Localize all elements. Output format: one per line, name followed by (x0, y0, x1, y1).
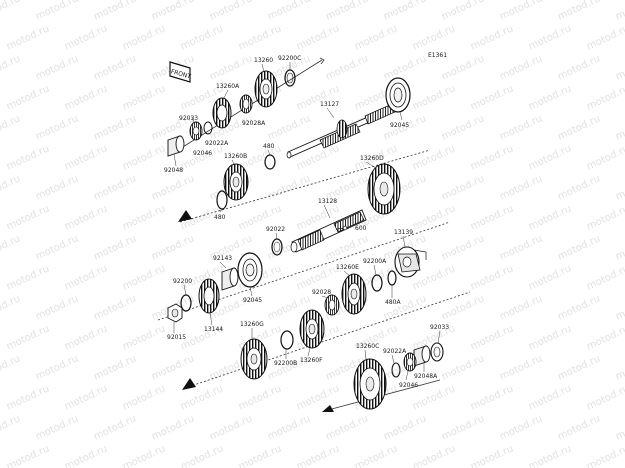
label-13260d: 13260D (360, 155, 384, 162)
label-480-top: 480 (263, 143, 275, 150)
bearing-92045-mid (237, 252, 263, 288)
circlip-480-top (264, 154, 276, 170)
diagram-code: E1361 (428, 52, 447, 59)
label-13260f: 13260F (300, 357, 323, 364)
label-92045-mid: 92045 (243, 297, 262, 304)
bearing-92046-bottom (403, 352, 417, 372)
watermark-text: motod.ru (614, 0, 625, 23)
bushing-92028 (324, 294, 340, 316)
pin-600 (335, 225, 349, 231)
label-92022a-top: 92022A (205, 140, 229, 147)
label-92048: 92048 (164, 167, 183, 174)
leader-lines (173, 62, 441, 381)
circlip-480-left (216, 190, 228, 210)
gear-13260f (299, 309, 325, 349)
washer-92200 (180, 294, 192, 312)
collar-92048a (413, 345, 431, 367)
part-number-labels: 13260 92200C 13260A 13127 92033 92022A 9… (164, 55, 449, 389)
label-13260c: 13260C (356, 343, 379, 350)
washer-92022 (271, 238, 283, 256)
sprocket-13144 (198, 278, 220, 314)
label-92046-bottom: 92046 (399, 382, 418, 389)
label-13260b: 13260B (224, 153, 247, 160)
label-92048a: 92048A (414, 373, 438, 380)
collar-92048 (167, 135, 185, 157)
gear-13260b (223, 163, 249, 201)
gear-13260g (240, 338, 268, 380)
front-marker: FRONT (169, 61, 192, 83)
label-13139: 13139 (394, 229, 413, 236)
label-13260: 13260 (254, 57, 273, 64)
label-13260a: 13260A (216, 83, 240, 90)
gear-13260a (212, 97, 232, 129)
shaft-13128 (290, 209, 367, 253)
gear-13260 (254, 70, 278, 108)
label-13260g: 13260G (240, 321, 264, 328)
label-92143: 92143 (213, 255, 232, 262)
bearing-92046-top (189, 121, 203, 141)
label-92200b: 92200B (274, 360, 297, 367)
label-92200a: 92200A (363, 258, 387, 265)
label-13144: 13144 (204, 326, 223, 333)
label-13260e: 13260E (336, 264, 359, 271)
label-13128: 13128 (318, 198, 337, 205)
label-92045-top: 92045 (390, 122, 409, 129)
label-13127: 13127 (320, 101, 339, 108)
hub-13139 (394, 246, 427, 278)
label-92033-top: 92033 (179, 115, 198, 122)
label-92200: 92200 (173, 278, 192, 285)
label-600: 600 (355, 225, 367, 232)
collar-92143 (221, 267, 239, 291)
label-92033-bottom: 92033 (430, 324, 449, 331)
shaft-13127 (286, 103, 398, 159)
label-92022: 92022 (266, 226, 285, 233)
washer-92200b (280, 330, 294, 350)
nut-92015 (167, 303, 183, 323)
washer-92200a (371, 274, 383, 292)
gear-13260d (367, 163, 401, 215)
circlip-480a (387, 270, 397, 286)
label-480a: 480A (385, 299, 401, 306)
bearing-92033-bottom (430, 342, 444, 362)
label-92046-top: 92046 (193, 150, 212, 157)
label-480-left: 480 (214, 214, 226, 221)
gear-13260c (353, 358, 387, 410)
guide-arrows (178, 210, 334, 412)
label-92028a: 92028A (242, 120, 266, 127)
label-92200c: 92200C (278, 55, 301, 62)
label-92015: 92015 (167, 334, 186, 341)
bearing-92045-top (385, 77, 411, 113)
gear-13260e (341, 273, 367, 315)
washer-92022a-top (203, 121, 213, 135)
washer-92022a-bottom (391, 362, 401, 378)
label-92028: 92028 (312, 289, 331, 296)
bushing-92028a (239, 94, 253, 114)
label-92022a-bottom: 92022A (383, 348, 407, 355)
